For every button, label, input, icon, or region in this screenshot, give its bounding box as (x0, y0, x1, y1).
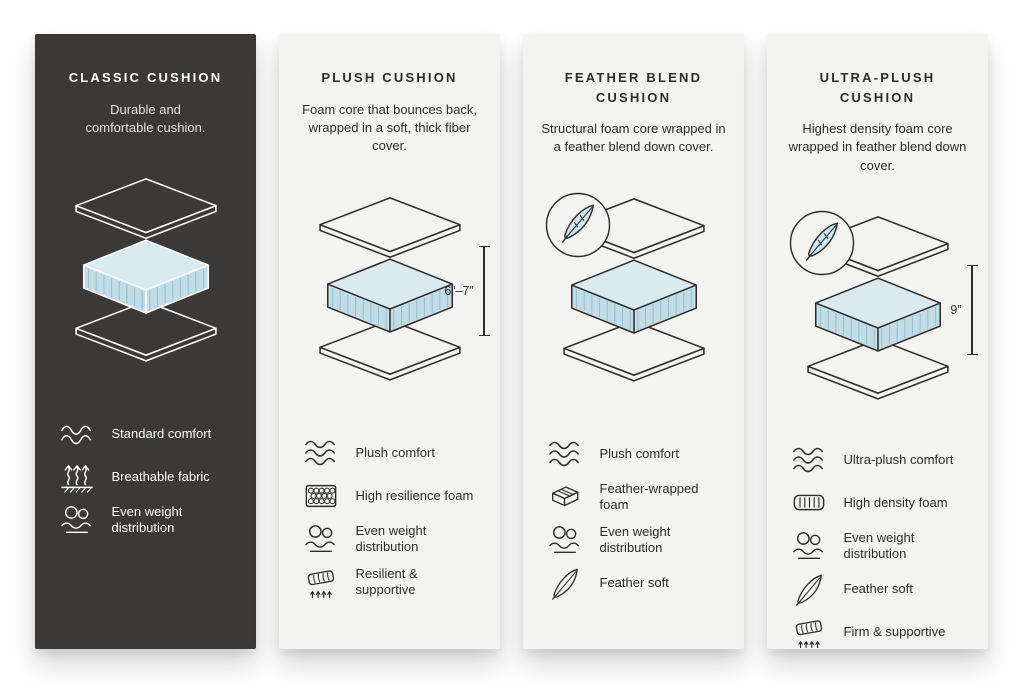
cushion-illustration: 6”–7” (294, 188, 490, 396)
feature-row: Even weight distribution (789, 529, 967, 563)
measurement-label: 6”–7” (444, 283, 474, 298)
feature-row: Resilient & supportive (301, 565, 479, 599)
feature-row: Breathable fabric (57, 460, 235, 494)
cushion-illustration: 9” (782, 207, 978, 403)
card-plush-cushion: PLUSH CUSHION Foam core that bounces bac… (279, 34, 500, 649)
feather-wrapped-foam-icon (545, 480, 585, 514)
feature-row: Feather soft (545, 566, 723, 600)
feature-list: Plush comfort High resilience foam Even … (301, 436, 479, 608)
feature-label: Even weight distribution (111, 504, 183, 536)
card-description: Durable and comfortable cushion. (85, 101, 206, 135)
wave-3-icon (789, 443, 829, 477)
card-classic-cushion: CLASSIC CUSHION Durable and comfortable … (35, 34, 256, 649)
feature-label: Ultra-plush comfort (843, 452, 954, 468)
firm-supportive-icon (789, 615, 829, 649)
feather-icon (789, 572, 829, 606)
card-feather-blend-cushion: FEATHER BLEND CUSHION Structural foam co… (523, 34, 744, 649)
feature-list: Standard comfort Breathable fabric Even … (57, 417, 235, 546)
feature-label: Resilient & supportive (355, 565, 418, 597)
resilient-supportive-icon (301, 565, 341, 599)
feature-row: Feather soft (789, 572, 967, 606)
feature-row: Even weight distribution (545, 523, 723, 557)
feature-label: Firm & supportive (843, 624, 946, 640)
feature-label: Even weight distribution (599, 523, 671, 555)
card-title: ULTRA-PLUSH CUSHION (819, 70, 936, 105)
feature-list: Ultra-plush comfort High density foam Ev… (789, 443, 967, 658)
feature-row: Plush comfort (545, 437, 723, 471)
high-density-foam-icon (789, 486, 829, 520)
feature-row: Even weight distribution (57, 503, 235, 537)
card-title: CLASSIC CUSHION (68, 70, 223, 85)
height-measurement: 6”–7” (444, 245, 490, 336)
measurement-line (478, 245, 490, 336)
measurement-line (966, 265, 978, 356)
card-description: Highest density foam core wrapped in fea… (788, 121, 967, 173)
card-ultra-plush-cushion: ULTRA-PLUSH CUSHION Highest density foam… (767, 34, 988, 649)
height-measurement: 9” (950, 265, 978, 356)
measurement-label: 9” (950, 303, 962, 318)
feature-row: High density foam (789, 486, 967, 520)
cushion-illustration (538, 189, 730, 397)
feature-row: Feather-wrapped foam (545, 480, 723, 514)
cushion-layers-diagram (55, 169, 237, 365)
feature-label: Even weight distribution (355, 522, 427, 554)
feather-badge-icon (542, 189, 614, 261)
card-title: PLUSH CUSHION (321, 70, 458, 85)
feature-row: Even weight distribution (301, 522, 479, 556)
breathable-icon (57, 460, 97, 494)
card-description: Foam core that bounces back, wrapped in … (302, 101, 477, 154)
feature-label: Feather soft (599, 574, 669, 590)
feature-label: High resilience foam (355, 487, 474, 503)
weight-distribution-icon (789, 529, 829, 563)
feather-badge-icon (786, 207, 858, 279)
feature-row: Firm & supportive (789, 615, 967, 649)
wave-3-icon (301, 436, 341, 470)
wave-2-icon (57, 417, 97, 451)
feature-label: Feather-wrapped foam (599, 480, 699, 512)
feature-label: Even weight distribution (843, 530, 915, 562)
feature-row: Standard comfort (57, 417, 235, 451)
weight-distribution-icon (545, 523, 585, 557)
feather-icon (545, 566, 585, 600)
resilience-foam-icon (301, 479, 341, 513)
feature-row: Ultra-plush comfort (789, 443, 967, 477)
feature-label: Breathable fabric (111, 469, 210, 485)
card-title: FEATHER BLEND CUSHION (564, 70, 703, 105)
feature-row: Plush comfort (301, 436, 479, 470)
feature-row: High resilience foam (301, 479, 479, 513)
feature-label: Feather soft (843, 581, 913, 597)
cushion-illustration (50, 169, 242, 377)
weight-distribution-icon (57, 503, 97, 537)
feature-label: Plush comfort (355, 444, 435, 460)
feature-list: Plush comfort Feather-wrapped foam Even … (545, 437, 723, 609)
wave-3-icon (545, 437, 585, 471)
feature-label: High density foam (843, 495, 948, 511)
weight-distribution-icon (301, 522, 341, 556)
feature-label: Plush comfort (599, 445, 679, 461)
feature-label: Standard comfort (111, 426, 212, 442)
card-description: Structural foam core wrapped in a feathe… (541, 121, 726, 155)
